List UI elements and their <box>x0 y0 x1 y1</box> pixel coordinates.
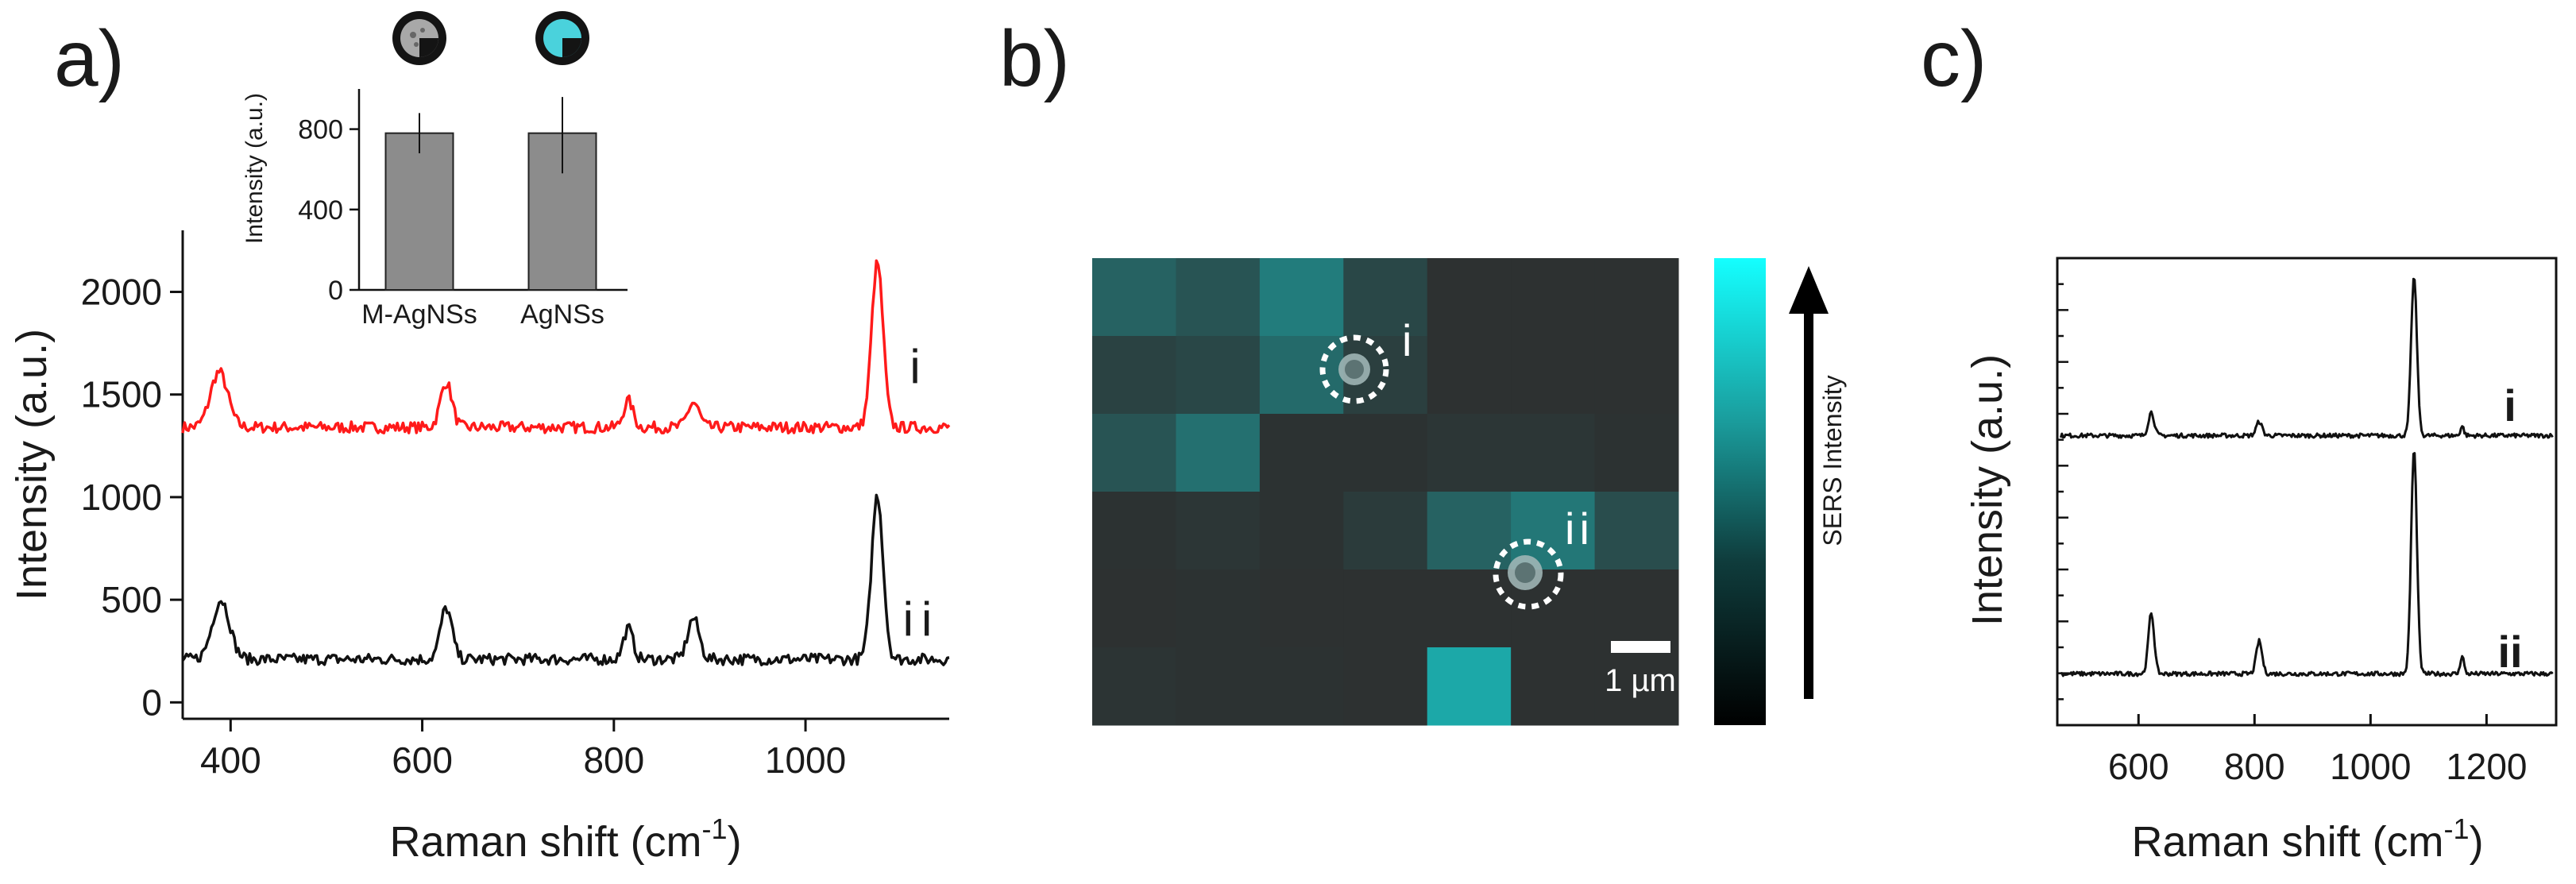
panel-a-y-tick-label: 1000 <box>81 477 162 518</box>
colorbar: SERS Intensity <box>1714 258 1847 725</box>
panel-label-a: a) <box>54 14 125 103</box>
panel-a-y-tick-label: 1500 <box>81 374 162 415</box>
panel-a-spectrum-ii <box>181 493 950 666</box>
colorbar-label: SERS Intensity <box>1818 375 1847 546</box>
marker-label-ii: ii <box>1565 504 1594 554</box>
heatmap-cell <box>1176 569 1261 648</box>
panel-c-x-tick-label: 600 <box>2108 746 2169 787</box>
heatmap-cell <box>1511 336 1596 415</box>
heatmap-cell <box>1427 492 1512 570</box>
heatmap-cell <box>1594 647 1679 726</box>
panel-a-y-tick-label: 500 <box>101 579 162 620</box>
heatmap-cell <box>1176 414 1261 492</box>
heatmap-cell <box>1176 336 1261 415</box>
panel-c-series-i-label: i <box>2504 380 2516 430</box>
heatmap-cell <box>1594 569 1679 648</box>
panel-label-b: b) <box>999 14 1070 103</box>
heatmap-cell <box>1511 647 1596 726</box>
colorbar-gradient <box>1714 258 1766 725</box>
heatmap-cell <box>1343 258 1428 337</box>
solid-nanoshell-icon <box>535 11 589 65</box>
panel-a-x-tick-label: 400 <box>200 739 261 781</box>
heatmap-cell <box>1343 647 1428 726</box>
heatmap-cell <box>1343 569 1428 648</box>
heatmap-cell <box>1427 647 1512 726</box>
panel-a-spectrum-i <box>181 259 951 434</box>
colorbar-arrow-head <box>1789 266 1829 314</box>
panel-b-sers-map: i ii 1 µm <box>1092 258 1679 726</box>
inset-category-label: M-AgNSs <box>361 299 477 330</box>
marker-label-i: i <box>1402 315 1412 365</box>
panel-a-x-tick-label: 600 <box>392 739 453 781</box>
heatmap-cell <box>1343 414 1428 492</box>
heatmap-cell <box>1594 258 1679 337</box>
panel-a-series-i-label: i <box>910 340 920 393</box>
heatmap-cell <box>1092 336 1176 415</box>
panel-label-c: c) <box>1921 14 1987 103</box>
inset-y-tick-label: 800 <box>298 115 343 145</box>
panel-c-x-tick-label: 1000 <box>2330 746 2411 787</box>
heatmap-cell <box>1511 258 1596 337</box>
inset-y-tick-label: 0 <box>328 276 343 306</box>
heatmap-cell <box>1427 414 1512 492</box>
heatmap-cell <box>1343 492 1428 570</box>
heatmap-cell <box>1259 569 1344 648</box>
heatmap-cell <box>1176 492 1261 570</box>
heatmap-cell <box>1092 569 1176 648</box>
panel-c-chart: 600 800 1000 1200 i ii Raman shift (cm-1) I… <box>1964 257 2558 866</box>
heatmap-cell <box>1594 492 1679 570</box>
panel-a-series-ii-label: ii <box>903 593 940 646</box>
heatmap-cell <box>1594 336 1679 415</box>
nanoshell-particle-ii <box>1508 555 1543 590</box>
scale-bar-label: 1 µm <box>1605 663 1676 698</box>
inset-y-axis-label: Intensity (a.u.) <box>241 93 268 244</box>
inset-y-tick-label: 400 <box>298 195 343 226</box>
scale-bar <box>1611 641 1670 653</box>
panel-c-x-tick-label: 1200 <box>2446 746 2527 787</box>
panel-c-plot-frame <box>2056 257 2558 727</box>
heatmap-cell <box>1427 336 1512 415</box>
panel-c-y-axis-label: Intensity (a.u.) <box>1964 354 2011 626</box>
heatmap-cell <box>1092 492 1176 570</box>
heatmap-cell <box>1259 414 1344 492</box>
panel-a-y-tick-label: 0 <box>141 681 162 723</box>
marker-circle-ii <box>1493 539 1564 610</box>
heatmap-cell <box>1176 647 1261 726</box>
nanoshell-particle-i <box>1338 353 1370 385</box>
panel-c-x-tick-label: 800 <box>2224 746 2285 787</box>
inset-bar <box>384 132 454 291</box>
heatmap-cell <box>1259 492 1344 570</box>
heatmap-cell <box>1427 258 1512 337</box>
heatmap-cell <box>1092 647 1176 726</box>
heatmap-cell <box>1427 569 1512 648</box>
panel-a-x-axis-label: Raman shift (cm-1) <box>389 813 741 866</box>
marker-circle-i <box>1319 334 1389 404</box>
heatmap-cell <box>1176 258 1261 337</box>
panel-a-chart: 400 600 800 1000 0 500 1000 1500 2000 i ii Rama… <box>8 230 951 866</box>
heatmap-cell <box>1092 414 1176 492</box>
panel-c-x-axis-label: Raman shift (cm-1) <box>2131 813 2483 866</box>
heatmap-cell <box>1259 647 1344 726</box>
panel-c-spectrum-i <box>2059 277 2554 439</box>
panel-a-inset-chart: 0 400 800 M-AgNSs AgNSs Intensity (a.u.) <box>241 11 628 330</box>
inset-category-label: AgNSs <box>520 299 604 330</box>
heatmap-cell <box>1511 414 1596 492</box>
panel-a-x-tick-label: 1000 <box>765 739 846 781</box>
mesoporous-nanoshell-icon <box>392 11 446 65</box>
panel-a-y-axis-label: Intensity (a.u.) <box>8 329 56 600</box>
panel-c-series-ii-label: ii <box>2497 627 2522 677</box>
heatmap-cell <box>1092 258 1176 337</box>
panel-a-y-tick-label: 2000 <box>81 272 162 313</box>
panel-c-spectrum-ii <box>2060 452 2554 677</box>
heatmap-cell <box>1594 414 1679 492</box>
heatmap-cell <box>1259 258 1344 337</box>
panel-a-x-tick-label: 800 <box>583 739 644 781</box>
